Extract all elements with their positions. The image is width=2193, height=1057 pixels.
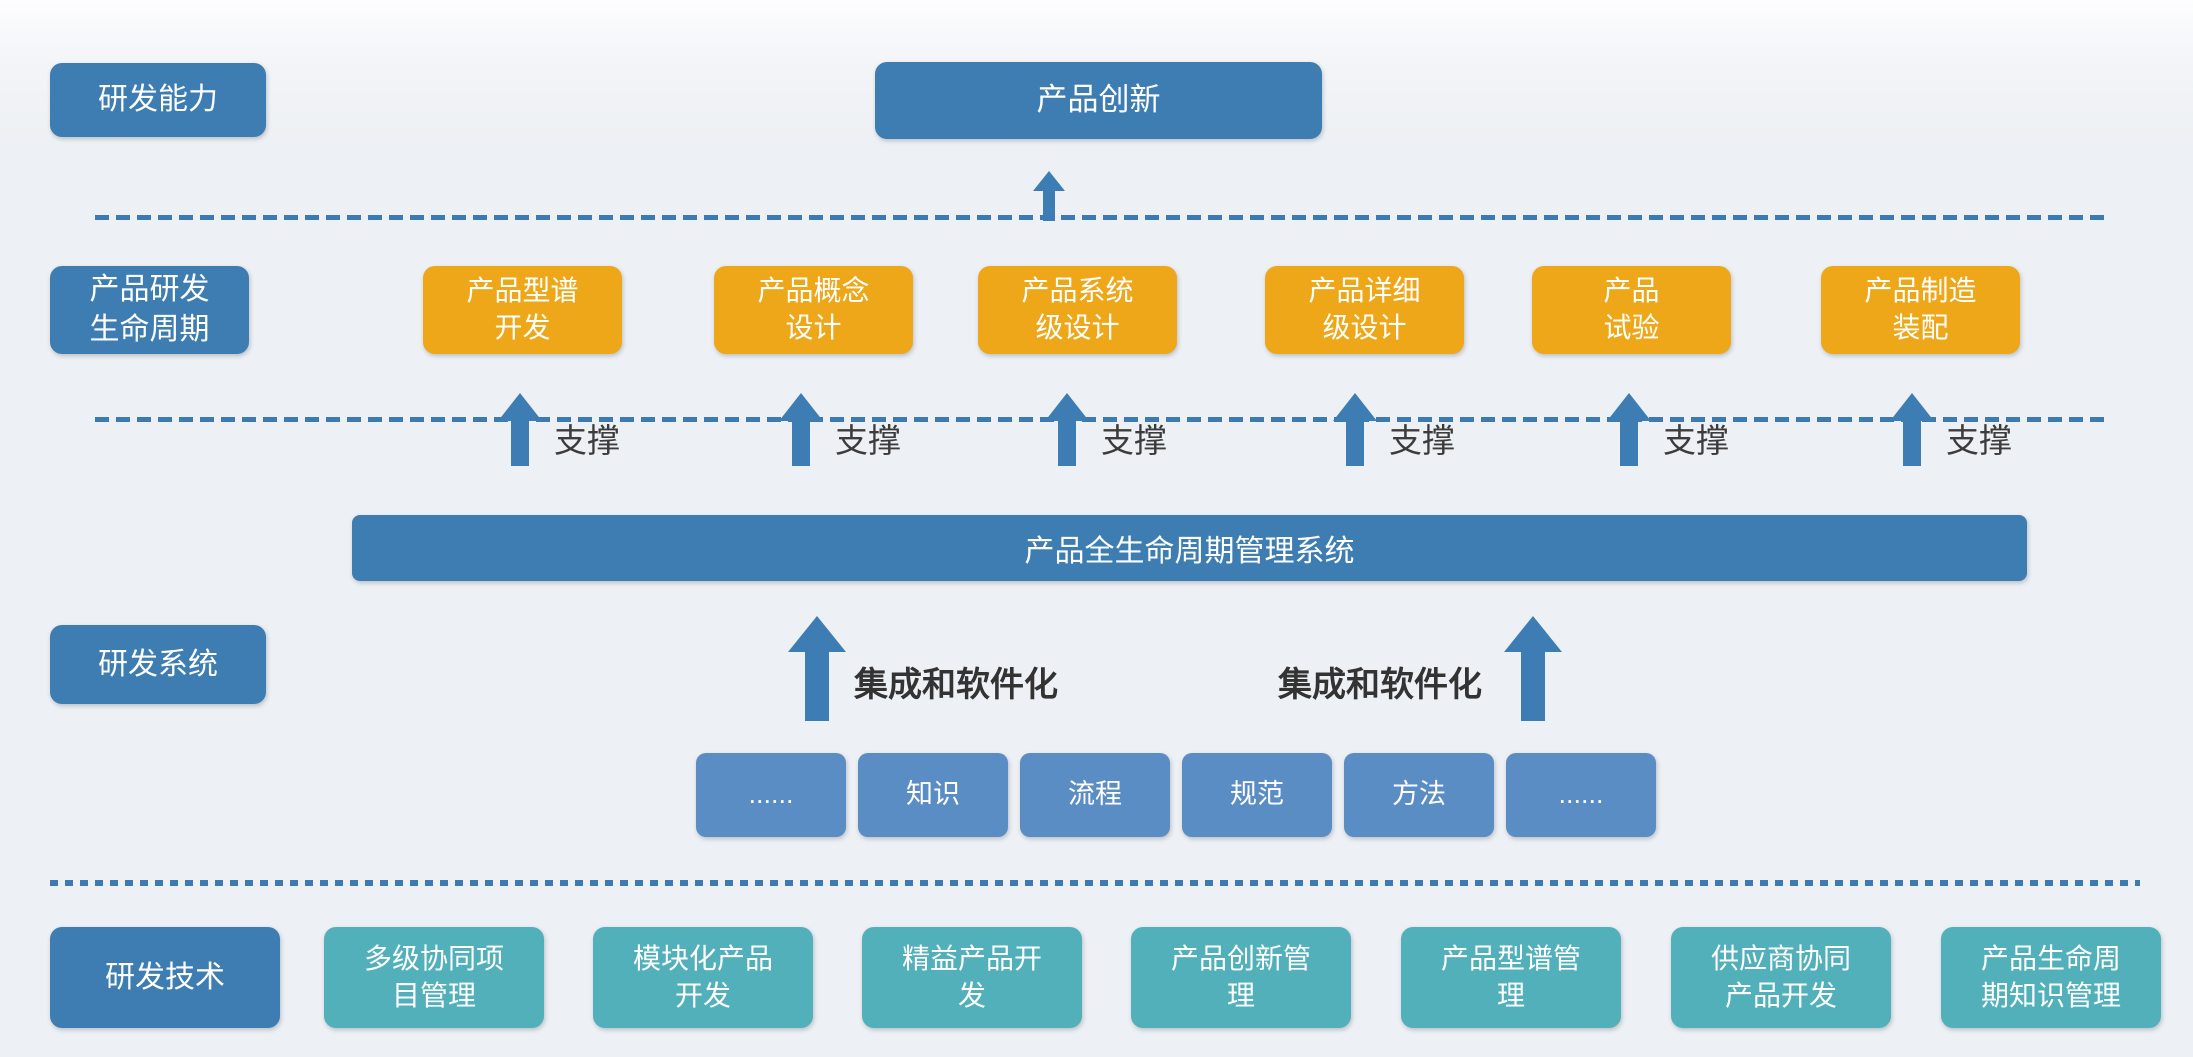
dotted-divider <box>50 880 2140 886</box>
support-label: 支撑 <box>1389 422 1455 459</box>
support-unit: 支撑 <box>1045 390 1167 466</box>
support-arrow-icon <box>779 390 823 466</box>
stage-box-system-design: 产品系统 级设计 <box>978 266 1177 354</box>
lifecycle-side-label: 产品研发 生命周期 <box>50 266 249 354</box>
support-label: 支撑 <box>835 422 901 459</box>
stage-box-concept-design: 产品概念 设计 <box>714 266 913 354</box>
plm-system-bar: 产品全生命周期管理系统 <box>352 515 2027 581</box>
up-arrow-icon <box>1033 168 1065 221</box>
stage-box-test: 产品 试验 <box>1532 266 1731 354</box>
stage-box-spectrum-dev: 产品型谱 开发 <box>423 266 622 354</box>
support-label: 支撑 <box>554 422 620 459</box>
element-box-ellipsis: ...... <box>1506 753 1656 837</box>
tech-box-product-spectrum-mgmt: 产品型谱管 理 <box>1401 927 1621 1028</box>
support-unit: 支撑 <box>1890 390 2012 466</box>
support-arrow-icon <box>1890 390 1934 466</box>
support-unit: 支撑 <box>498 390 620 466</box>
tech-box-multilevel-project-mgmt: 多级协同项 目管理 <box>324 927 544 1028</box>
stage-box-manufacture-assembly: 产品制造 装配 <box>1821 266 2020 354</box>
arrow-stem <box>1043 191 1055 221</box>
tech-box-supplier-collab-dev: 供应商协同 产品开发 <box>1671 927 1891 1028</box>
system-side-label: 研发系统 <box>50 625 266 704</box>
dashed-divider-1 <box>95 215 2107 220</box>
capability-side-label: 研发能力 <box>50 63 266 137</box>
support-label: 支撑 <box>1101 422 1167 459</box>
tech-box-modular-product-dev: 模块化产品 开发 <box>593 927 813 1028</box>
dashed-divider-2 <box>95 417 2107 422</box>
support-label: 支撑 <box>1663 422 1729 459</box>
product-innovation-box: 产品创新 <box>875 62 1322 139</box>
stage-box-detail-design: 产品详细 级设计 <box>1265 266 1464 354</box>
tech-box-lean-product-dev: 精益产品开 发 <box>862 927 1082 1028</box>
support-unit: 支撑 <box>779 390 901 466</box>
element-box-process: 流程 <box>1020 753 1170 837</box>
element-box-knowledge: 知识 <box>858 753 1008 837</box>
arrow-head <box>1033 168 1065 191</box>
tech-box-lifecycle-knowledge-mgmt: 产品生命周 期知识管理 <box>1941 927 2161 1028</box>
element-box-standard: 规范 <box>1182 753 1332 837</box>
support-unit: 支撑 <box>1333 390 1455 466</box>
integration-label: 集成和软件化 <box>1278 666 1482 704</box>
support-unit: 支撑 <box>1607 390 1729 466</box>
element-box-ellipsis: ...... <box>696 753 846 837</box>
support-label: 支撑 <box>1946 422 2012 459</box>
support-arrow-icon <box>1607 390 1651 466</box>
integration-arrow-icon <box>1504 613 1562 721</box>
support-arrow-icon <box>1333 390 1377 466</box>
support-arrow-icon <box>498 390 542 466</box>
element-box-method: 方法 <box>1344 753 1494 837</box>
integration-label: 集成和软件化 <box>854 666 1058 704</box>
support-arrow-icon <box>1045 390 1089 466</box>
technology-side-label: 研发技术 <box>50 927 280 1028</box>
integration-arrow-icon <box>788 613 846 721</box>
tech-box-product-innovation-mgmt: 产品创新管 理 <box>1131 927 1351 1028</box>
